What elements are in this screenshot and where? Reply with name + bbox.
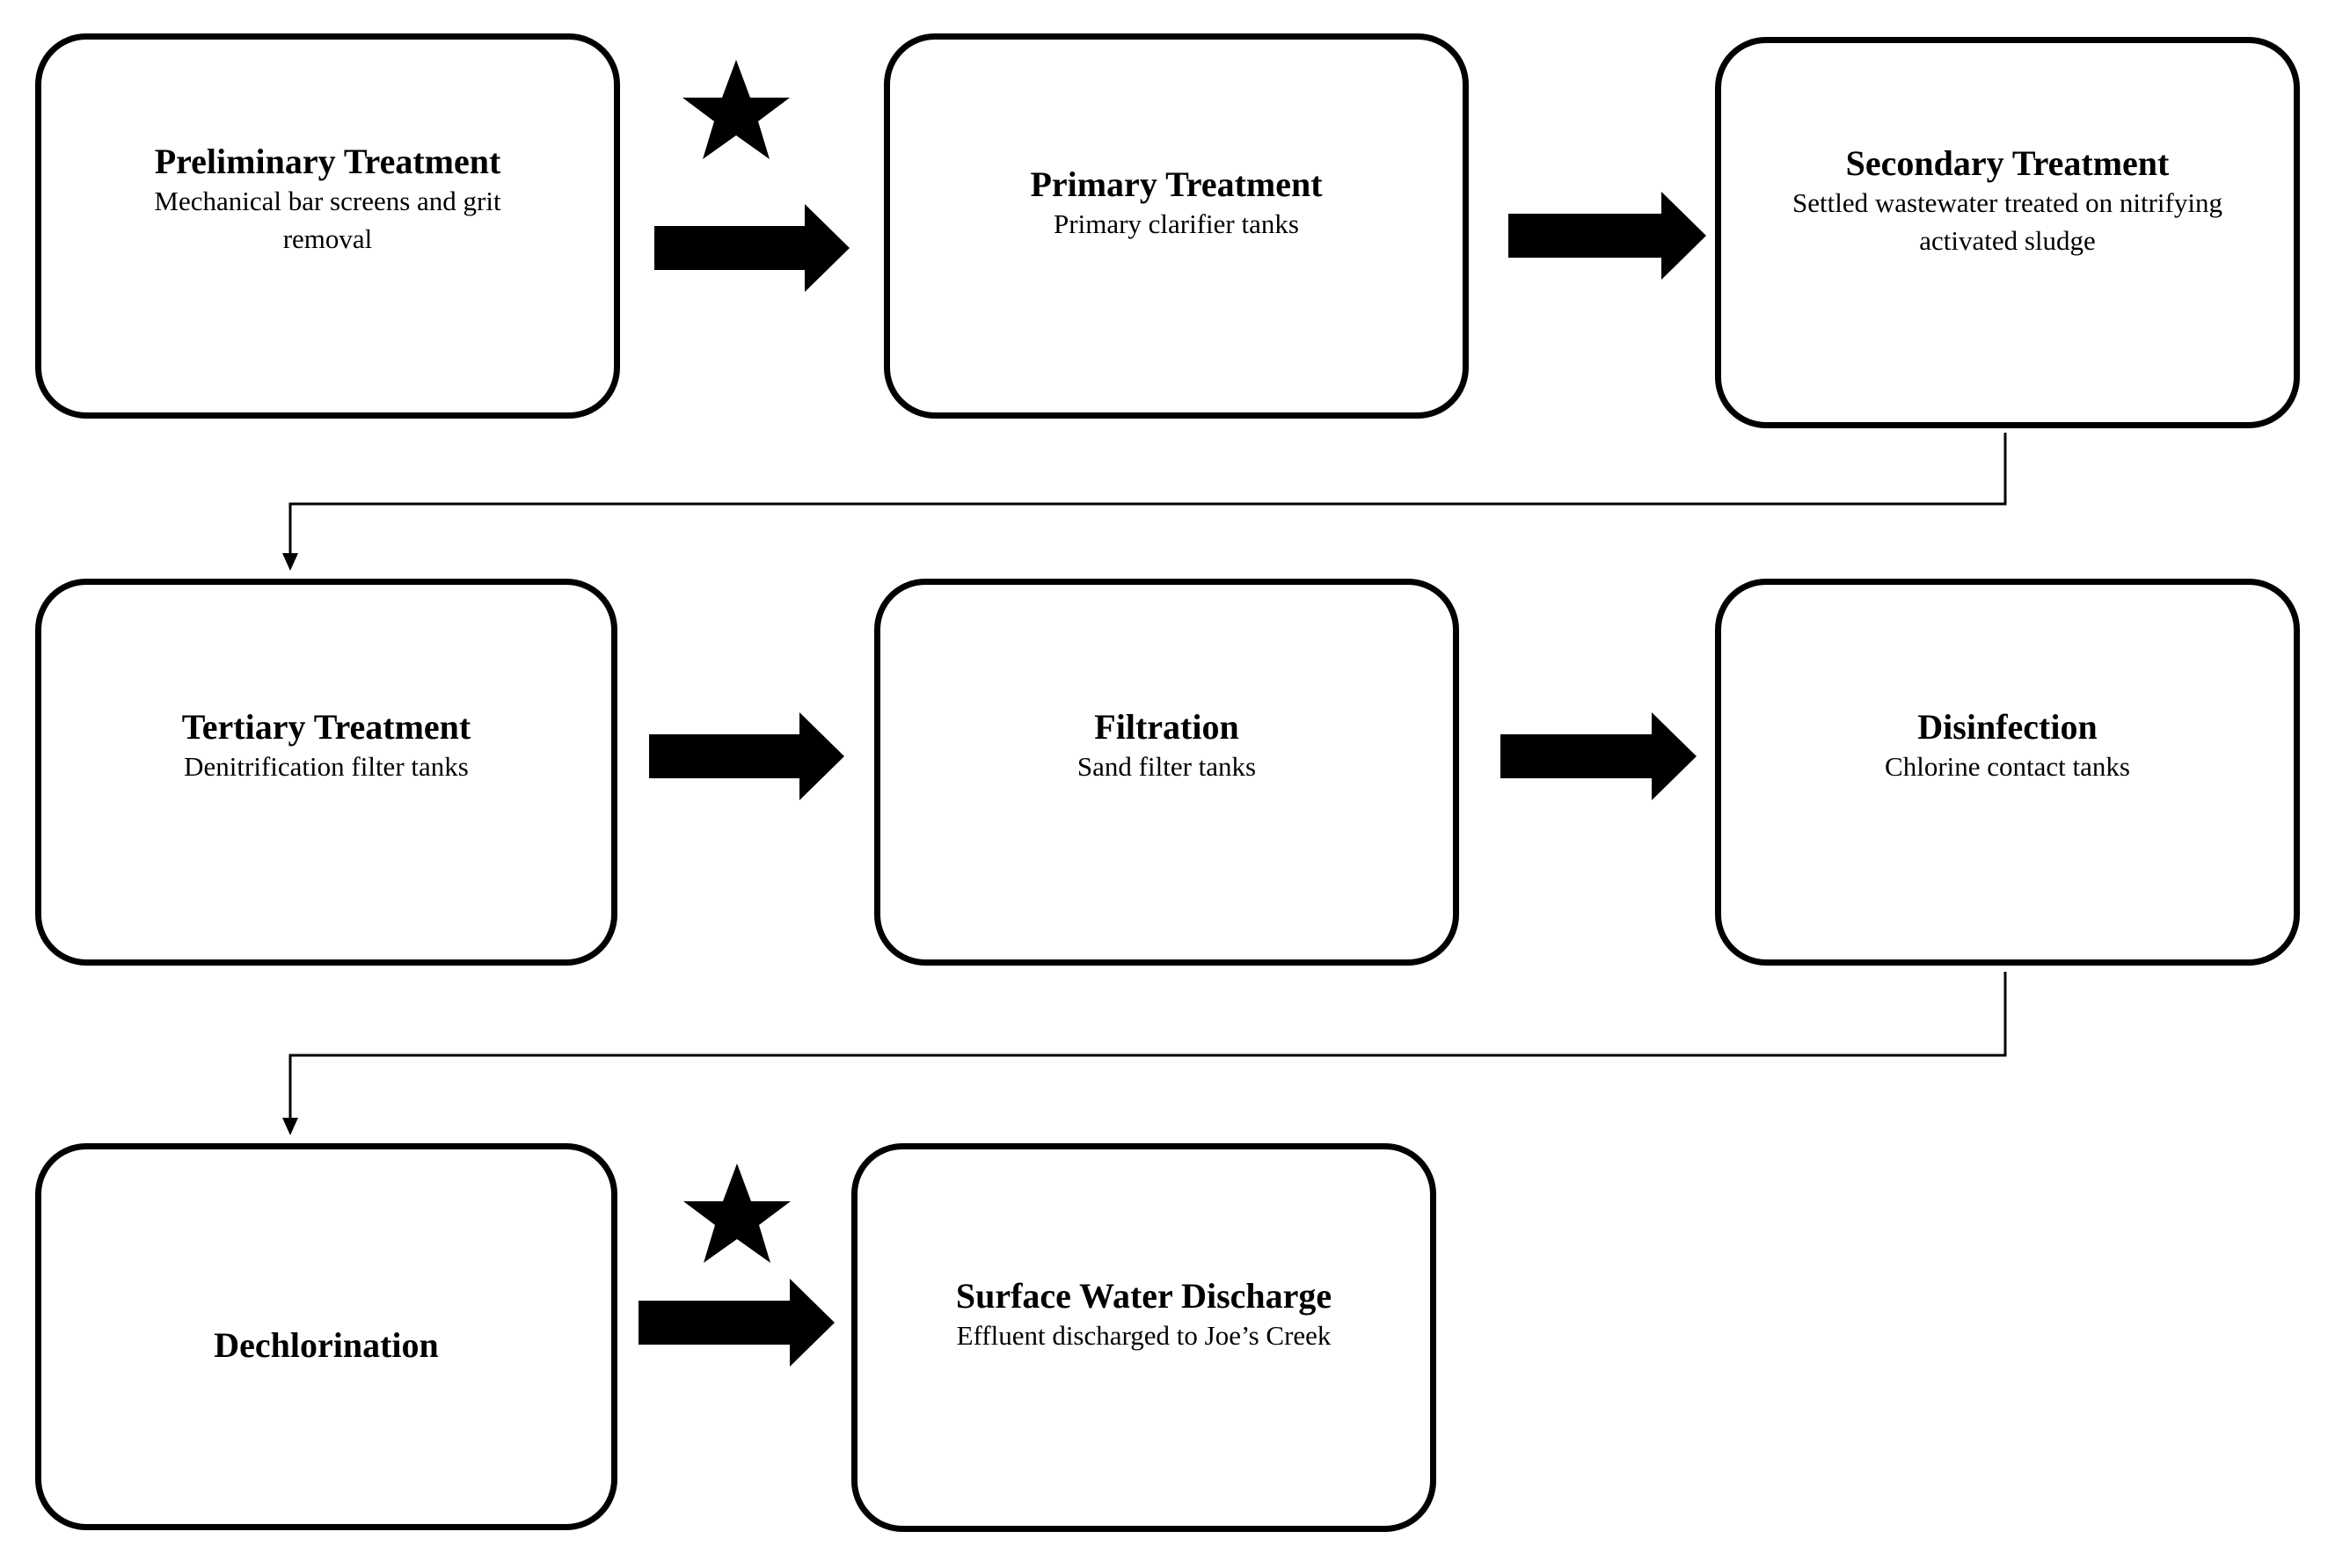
block-arrow-preliminary-to-primary xyxy=(654,204,850,292)
node-title: Primary Treatment xyxy=(1030,164,1323,204)
elbow-connector-secondary-to-tertiary xyxy=(288,433,2007,556)
star-icon xyxy=(682,60,790,159)
star-icon xyxy=(683,1163,791,1263)
node-title: Dechlorination xyxy=(214,1325,439,1365)
node-title: Preliminary Treatment xyxy=(154,142,501,181)
elbow-connector-disinfection-to-dechlorination xyxy=(288,972,2007,1120)
node-description: Effluent discharged to Joe’s Creek xyxy=(956,1319,1332,1351)
node-description: Settled wastewater treated on nitrifying… xyxy=(1792,186,2222,256)
node-primary-treatment: Primary Treatment Primary clarifier tank… xyxy=(884,33,1469,419)
arrowhead-icon xyxy=(282,553,298,571)
node-description: Chlorine contact tanks xyxy=(1885,750,2130,782)
block-arrow-filtration-to-disinfection xyxy=(1500,712,1697,800)
node-secondary-treatment: Secondary Treatment Settled wastewater t… xyxy=(1715,37,2300,428)
node-title: Tertiary Treatment xyxy=(181,706,471,747)
node-title: Secondary Treatment xyxy=(1845,142,2170,183)
node-dechlorination: Dechlorination xyxy=(35,1143,617,1530)
block-arrow-dechlorination-to-discharge xyxy=(639,1279,835,1367)
arrowhead-icon xyxy=(282,1118,298,1135)
node-disinfection: Disinfection Chlorine contact tanks xyxy=(1715,579,2300,966)
node-description: Denitrification filter tanks xyxy=(184,750,469,782)
block-arrow-primary-to-secondary xyxy=(1508,192,1706,280)
node-surface-water-discharge: Surface Water Discharge Effluent dischar… xyxy=(851,1143,1436,1532)
node-filtration: Filtration Sand filter tanks xyxy=(874,579,1459,966)
node-description: Sand filter tanks xyxy=(1076,750,1257,782)
node-description: Mechanical bar screens and grit removal xyxy=(154,186,501,254)
node-tertiary-treatment: Tertiary Treatment Denitrification filte… xyxy=(35,579,617,966)
block-arrow-tertiary-to-filtration xyxy=(649,712,844,800)
node-title: Disinfection xyxy=(1917,706,2098,747)
node-title: Surface Water Discharge xyxy=(955,1275,1332,1316)
node-title: Filtration xyxy=(1094,706,1239,747)
node-description: Primary clarifier tanks xyxy=(1054,208,1299,239)
node-preliminary-treatment: Preliminary Treatment Mechanical bar scr… xyxy=(35,33,620,419)
